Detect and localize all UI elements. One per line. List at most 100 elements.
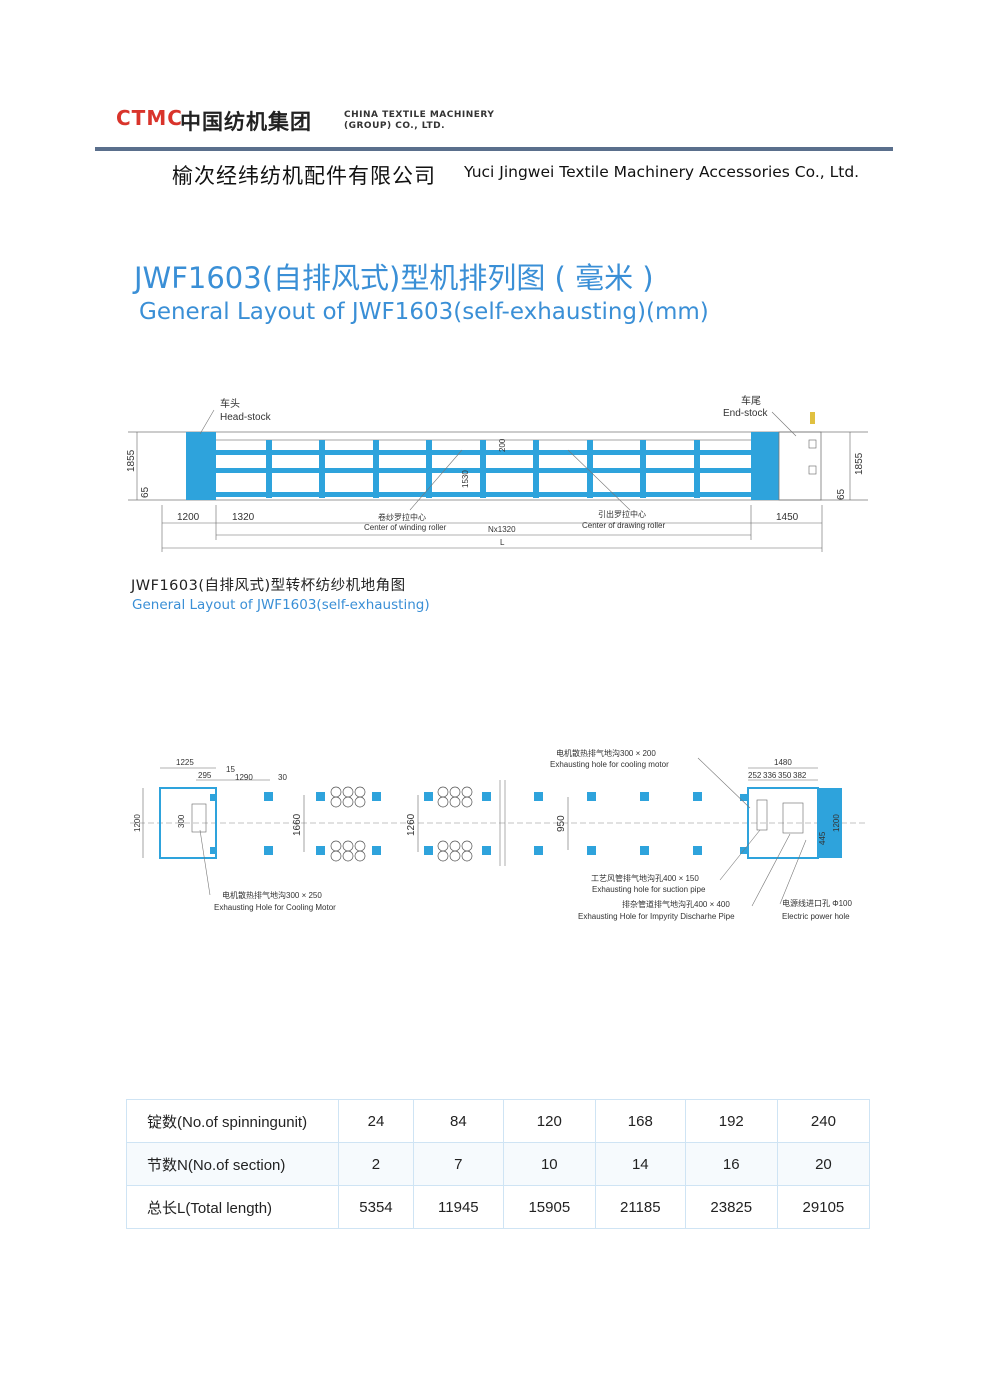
table-cell: 23825 [684,1185,778,1229]
anchor-pad [587,846,596,855]
cooling-hole-bottom-cn: 电机散热排气地沟300 × 250 [222,890,322,900]
dim-1200-left: 1200 [133,814,142,832]
anchor-pad [316,792,325,801]
spec-table: 锭数(No.of spinningunit) 24 84 120 168 192… [126,1099,871,1229]
dim-1320: 1320 [232,512,255,523]
impurity-hole [782,802,804,834]
winding-roller-cn: 卷纱罗拉中心 [378,512,426,522]
bobbin-circle [354,796,366,808]
table-cell: 15905 [502,1185,596,1229]
drawing-roller-en: Center of drawing roller [582,521,665,530]
leader-line [779,839,807,905]
bobbin-circle [354,850,366,862]
anchor-pad [534,846,543,855]
table-row: 锭数(No.of spinningunit) 24 84 120 168 192… [126,1099,871,1143]
anchor-pad [640,792,649,801]
winding-roller-en: Center of winding roller [364,523,447,532]
anchor-pad [316,846,325,855]
impurity-hole-cn: 排杂管道排气地沟孔400 × 400 [622,899,730,909]
anchor-pad [740,794,747,801]
bobbin-circle [437,850,449,862]
dim-1200-right: 1200 [832,814,841,832]
row-label: 总长L(Total length) [126,1185,339,1229]
table-cell: 2 [338,1142,414,1186]
bobbin-circle [330,786,342,798]
foundation-caption-en: General Layout of JWF1603(self-exhaustin… [132,597,430,613]
end-stock-label-en: End-stock [723,408,768,419]
bobbin-circle [330,840,342,852]
table-cell: 168 [594,1099,686,1143]
cooling-hole-left [191,803,207,833]
company-name-cn: 榆次经纬纺机配件有限公司 [172,164,436,188]
dim-445: 445 [818,831,827,845]
bobbin-circle [437,796,449,808]
ctmc-logo: CTMC [116,106,183,130]
bobbin-circle [437,786,449,798]
dim-295: 295 [198,771,212,780]
end-cabinet [778,431,822,501]
cabinet-panel [808,439,817,449]
leader-line [751,833,791,907]
table-cell: 10 [502,1142,596,1186]
group-name-cn: 中国纺机集团 [180,110,312,134]
row-label: 节数N(No.of section) [126,1142,339,1186]
suction-hole [756,799,768,831]
dim-nx1320: Nx1320 [488,525,516,534]
bobbin-circle [449,796,461,808]
anchor-pad [482,846,491,855]
leader-line [697,757,751,809]
leader-line [199,409,215,435]
end-stock-block [751,432,779,500]
bobbin-circle [330,796,342,808]
leader-line [771,411,797,437]
anchor-pad [640,846,649,855]
anchor-pad [534,792,543,801]
dim-1855-left: 1855 [126,449,137,472]
dim-300: 300 [177,814,186,828]
bobbin-circle [437,840,449,852]
anchor-pad [210,794,217,801]
dim-1260: 1260 [406,813,417,836]
leader-line [199,829,211,896]
foundation-caption-cn: JWF1603(自排风式)型转杯纺纱机地角图 [131,578,406,594]
bobbin-circle [342,850,354,862]
anchor-pad [264,792,273,801]
bobbin-circle [449,840,461,852]
bobbin-circle [342,786,354,798]
bobbin-circle [461,796,473,808]
bobbin-circle [330,850,342,862]
section-post [373,440,379,498]
dim-950: 950 [556,815,567,832]
dim-15: 15 [226,765,235,774]
bobbin-circle [461,840,473,852]
dim-1450: 1450 [776,512,799,523]
leader-line [719,829,761,881]
cooling-hole-top-en: Exhausting hole for cooling motor [550,760,669,769]
head-foundation-box [159,787,217,859]
table-cell: 7 [412,1142,504,1186]
anchor-pad [693,846,702,855]
page-title-en: General Layout of JWF1603(self-exhaustin… [139,299,709,325]
table-cell: 84 [412,1099,504,1143]
anchor-pad [424,792,433,801]
table-cell: 24 [338,1099,414,1143]
dim-1660: 1660 [292,813,303,836]
anchor-pad [372,846,381,855]
anchor-pad [587,792,596,801]
table-cell: 120 [502,1099,596,1143]
power-hole-en: Electric power hole [782,912,850,921]
dim-252: 252 [748,771,762,780]
power-hole-cn: 电源线进口孔 Φ100 [782,898,853,908]
section-post [533,440,539,498]
page-title-cn: JWF1603(自排风式)型机排列图 ( 毫米 ) [134,261,654,295]
cooling-hole-bottom-en: Exhausting Hole for Cooling Motor [214,903,336,912]
foundation-plan-diagram: 1225 15 295 1290 30 1480 252 336 350 382… [130,748,868,921]
header-rule [95,147,893,151]
dim-65-right: 65 [836,488,847,500]
leader-line [567,449,631,511]
suction-hole-cn: 工艺风管排气地沟孔400 × 150 [591,873,699,883]
bobbin-circles [330,786,473,862]
bobbin-circle [342,840,354,852]
cooling-hole-top-cn: 电机散热排气地沟300 × 200 [556,748,656,758]
